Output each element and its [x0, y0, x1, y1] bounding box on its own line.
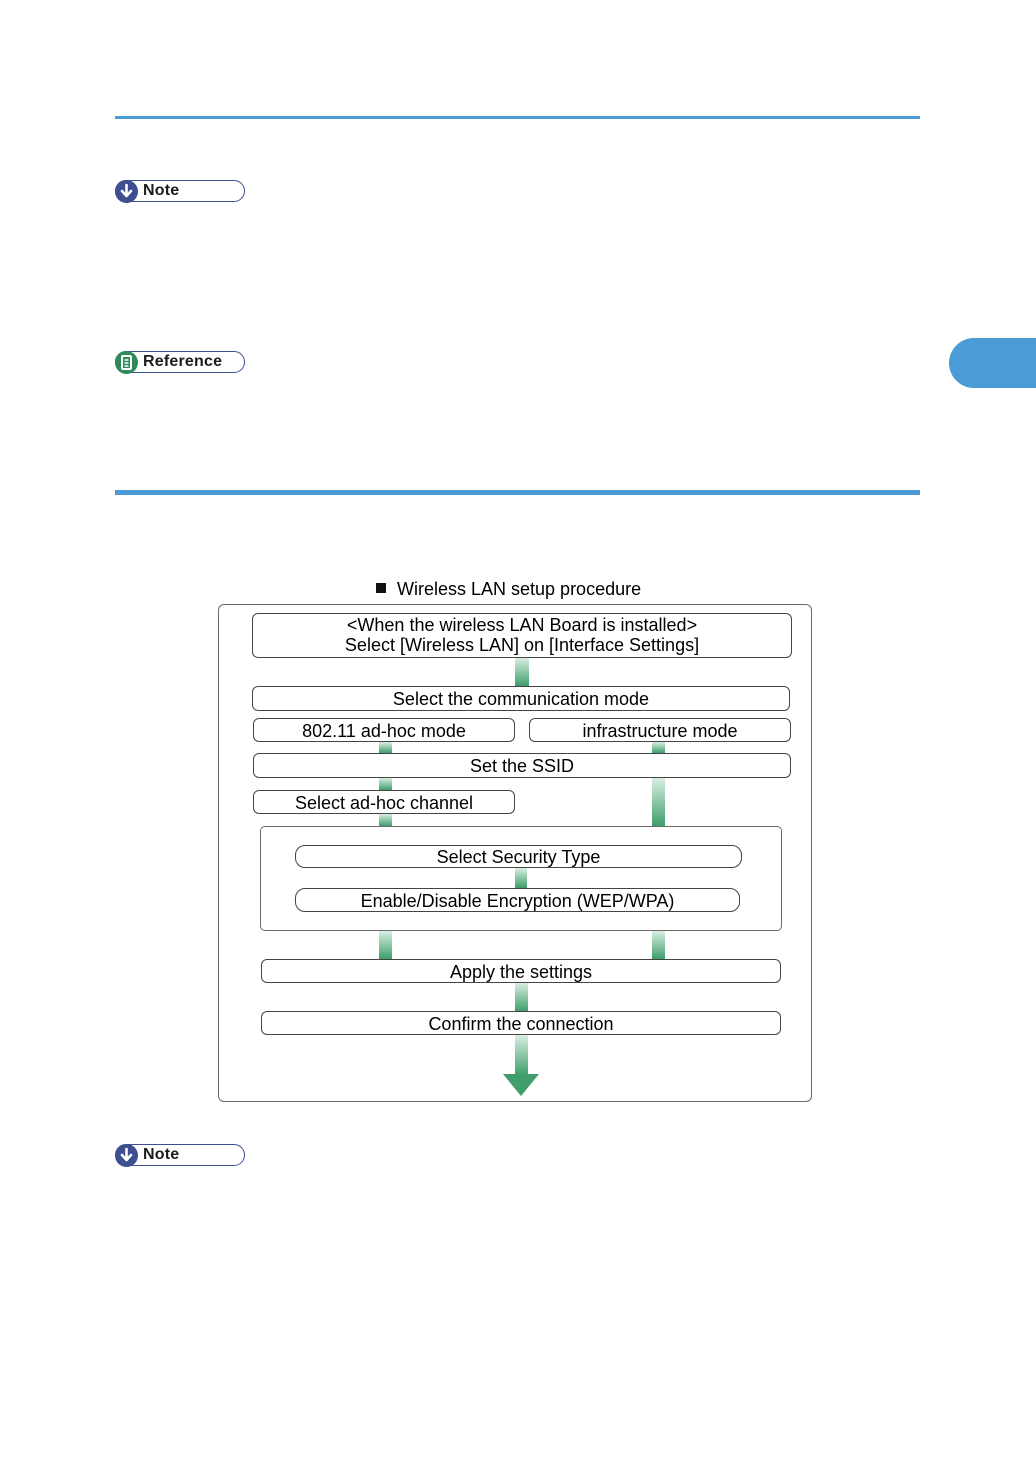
step-set-ssid: Set the SSID — [253, 753, 791, 778]
step-board-line1: <When the wireless LAN Board is installe… — [346, 615, 698, 635]
step-board-line2: Select [Wireless LAN] on [Interface Sett… — [344, 635, 700, 655]
diagram-frame — [218, 604, 812, 1102]
chapter-tab — [949, 338, 1036, 388]
note-badge-2: Note — [115, 1144, 245, 1167]
note-label-2: Note — [143, 1146, 180, 1163]
connector-apply-confirm — [515, 983, 528, 1011]
note-label: Note — [143, 182, 180, 199]
figure-caption: Wireless LAN setup procedure — [376, 578, 641, 600]
step-security-type: Select Security Type — [295, 845, 742, 868]
black-square-icon — [376, 583, 386, 593]
header-rule — [115, 116, 920, 119]
connector-security — [515, 868, 527, 888]
note-down-arrow-icon — [115, 180, 138, 203]
connector-final — [515, 1035, 528, 1075]
reference-label: Reference — [143, 353, 223, 370]
step-confirm-connection: Confirm the connection — [261, 1011, 781, 1035]
connector-adhoc-4 — [379, 931, 392, 959]
section-rule — [115, 490, 920, 495]
connector-adhoc-1 — [379, 742, 392, 753]
note-badge: Note — [115, 180, 245, 203]
step-apply-settings: Apply the settings — [261, 959, 781, 983]
security-group-frame — [260, 826, 782, 931]
step-infrastructure-mode: infrastructure mode — [529, 718, 791, 742]
figure-caption-text: Wireless LAN setup procedure — [397, 579, 642, 599]
step-adhoc-mode: 802.11 ad-hoc mode — [253, 718, 515, 742]
connector-board-to-mode — [515, 658, 529, 686]
reference-badge: Reference — [115, 351, 245, 374]
reference-book-icon — [115, 351, 138, 374]
connector-infra-3 — [652, 931, 665, 959]
connector-infra-2 — [652, 778, 665, 826]
connector-infra-1 — [652, 742, 665, 753]
flow-end-arrow-icon — [503, 1074, 539, 1096]
step-communication-mode: Select the communication mode — [252, 686, 790, 711]
connector-adhoc-2 — [379, 778, 392, 790]
step-encryption: Enable/Disable Encryption (WEP/WPA) — [295, 888, 740, 912]
connector-adhoc-3 — [379, 814, 392, 826]
step-adhoc-channel: Select ad-hoc channel — [253, 790, 515, 814]
note-down-arrow-icon-2 — [115, 1144, 138, 1167]
step-board-installed: <When the wireless LAN Board is installe… — [252, 613, 792, 658]
